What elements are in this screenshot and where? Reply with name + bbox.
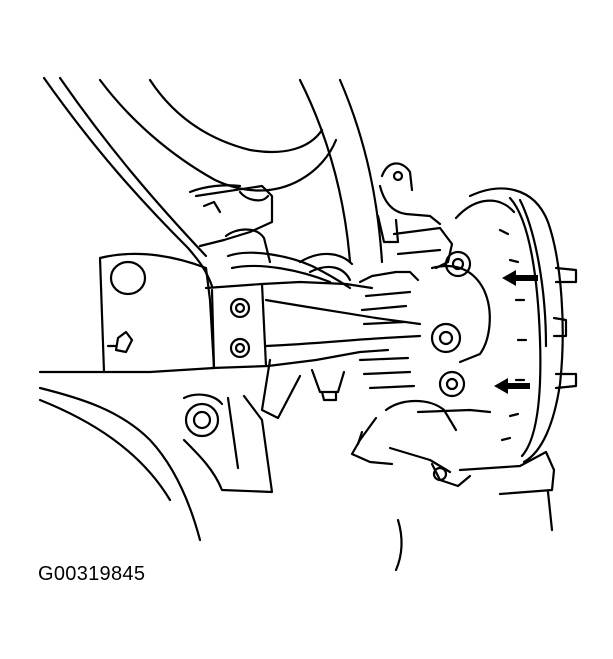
- steering-knuckle: [376, 162, 491, 398]
- strut-body: [194, 184, 274, 264]
- figure-code: G00319845: [38, 563, 146, 585]
- fender-panel: [42, 76, 384, 288]
- lower-control-arm: [204, 251, 422, 370]
- brake-rotor: [454, 187, 578, 464]
- left-arrow-icon: [502, 270, 538, 286]
- brake-caliper: [350, 400, 556, 572]
- left-arrow-icon: [494, 378, 530, 394]
- callout-arrows: [494, 270, 538, 394]
- arm-bolts: [182, 297, 251, 438]
- frame-bracket: [38, 252, 216, 542]
- lower-bracket: [182, 358, 302, 494]
- drive-shaft: [298, 252, 420, 402]
